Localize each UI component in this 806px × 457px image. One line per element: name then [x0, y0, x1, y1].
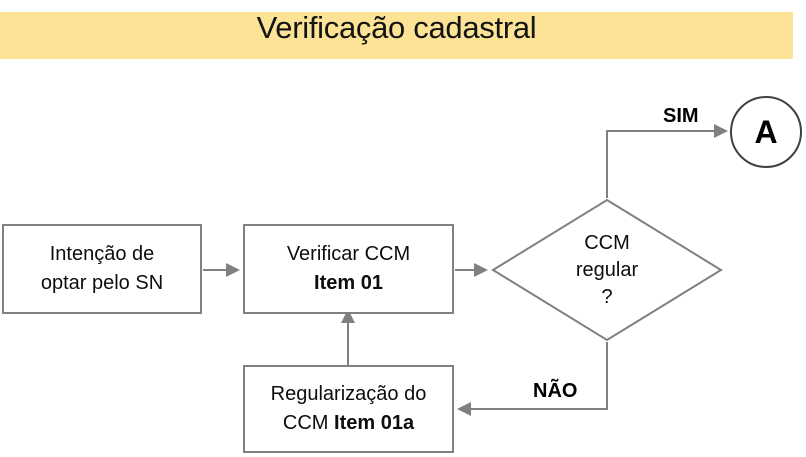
page-title: Verificação cadastral	[256, 10, 537, 45]
edge-label-sim: SIM	[663, 105, 699, 127]
node-intencao-optar-sn[interactable]: Intenção de optar pelo SN	[2, 224, 202, 314]
node-regularizacao-prefix: CCM	[282, 412, 335, 434]
node-verificar-item-ref: Item 01	[314, 272, 383, 294]
node-intencao-line1: Intenção de	[49, 243, 155, 265]
node-verificar-line1: Verificar CCM	[286, 243, 411, 265]
title-band	[0, 12, 793, 59]
node-regularizacao-item-ref: Item 01a	[334, 412, 415, 434]
edge-decision-yes-to-connector	[606, 124, 728, 198]
node-regularizacao-ccm[interactable]: Regularização do CCM Item 01a	[243, 365, 454, 453]
node-regularizacao-line2: CCM Item 01a	[283, 409, 414, 438]
diamond-shape	[491, 198, 723, 342]
edge-decision-no-to-regularize	[457, 342, 608, 416]
node-connector-a[interactable]: A	[730, 96, 802, 168]
node-intencao-line2: optar pelo SN	[40, 272, 164, 294]
node-verificar-ccm[interactable]: Verificar CCM Item 01	[243, 224, 454, 314]
edge-label-nao: NÃO	[533, 380, 578, 402]
node-regularizacao-line1: Regularização do	[270, 383, 427, 405]
node-ccm-regular-decision[interactable]: CCM regular ?	[490, 197, 724, 343]
connector-a-label: A	[754, 113, 778, 150]
